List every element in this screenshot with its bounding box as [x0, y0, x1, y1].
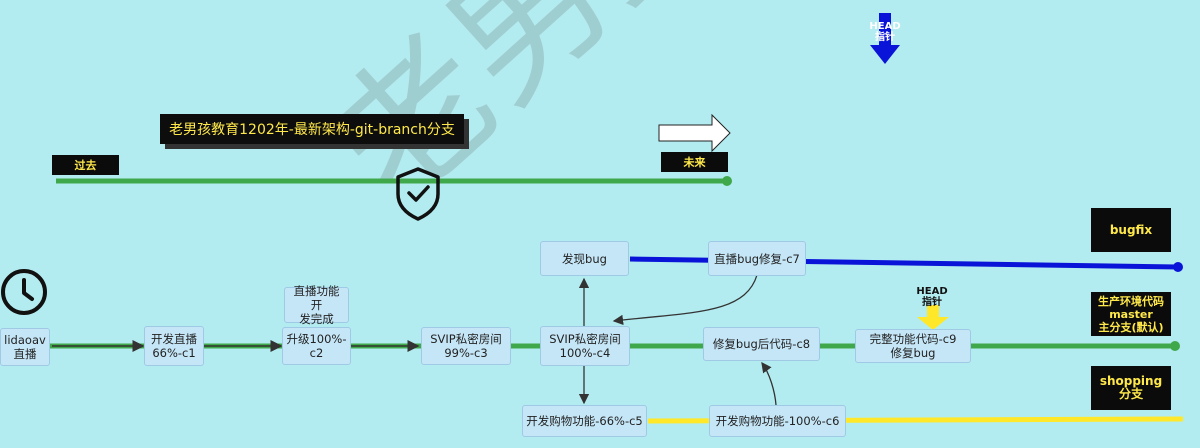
commit-c8[interactable]: 修复bug后代码-c8 [703, 327, 820, 361]
head-master-label: HEAD 指针 [916, 286, 948, 308]
future-arrow-icon [658, 113, 731, 153]
commit-lidaoav[interactable]: lidaoav 直播 [0, 328, 50, 366]
title-banner: 老男孩教育1202年-最新架构-git-branch分支 [160, 114, 464, 144]
clock-icon [1, 269, 47, 315]
head-master-arrow-icon [917, 305, 949, 330]
bugfix-end-dot [1173, 262, 1183, 272]
shopping-branch-label: shopping 分支 [1091, 366, 1171, 410]
head-arrow-icon [870, 13, 900, 64]
master-branch-label: 生产环境代码 master 主分支(默认) [1091, 292, 1171, 336]
commit-bug[interactable]: 发现bug [540, 241, 629, 276]
head-top-label: HEAD 指针 [869, 21, 901, 43]
shield-check-icon [396, 167, 440, 221]
commit-c6[interactable]: 开发购物功能-100%-c6 [709, 405, 846, 437]
edge-c7-c4 [612, 274, 758, 326]
commit-c2-note: 直播功能开 发完成 [284, 284, 349, 326]
commit-c3[interactable]: SVIP私密房间 99%-c3 [421, 327, 511, 365]
timeline-end-dot [722, 176, 732, 186]
bugfix-branch-label: bugfix [1091, 208, 1171, 252]
commit-c1[interactable]: 开发直播 66%-c1 [144, 326, 204, 366]
commit-c4[interactable]: SVIP私密房间 100%-c4 [540, 326, 630, 366]
master-end-dot [1170, 341, 1180, 351]
commit-c2[interactable]: 升级100%- c2 [282, 327, 351, 365]
commit-c9[interactable]: 完整功能代码-c9 修复bug [855, 329, 971, 363]
edge-c6-c8 [761, 361, 777, 406]
past-label: 过去 [52, 155, 119, 175]
commit-c5[interactable]: 开发购物功能-66%-c5 [522, 405, 647, 437]
future-label: 未来 [661, 152, 728, 172]
commit-c7[interactable]: 直播bug修复-c7 [708, 241, 806, 276]
